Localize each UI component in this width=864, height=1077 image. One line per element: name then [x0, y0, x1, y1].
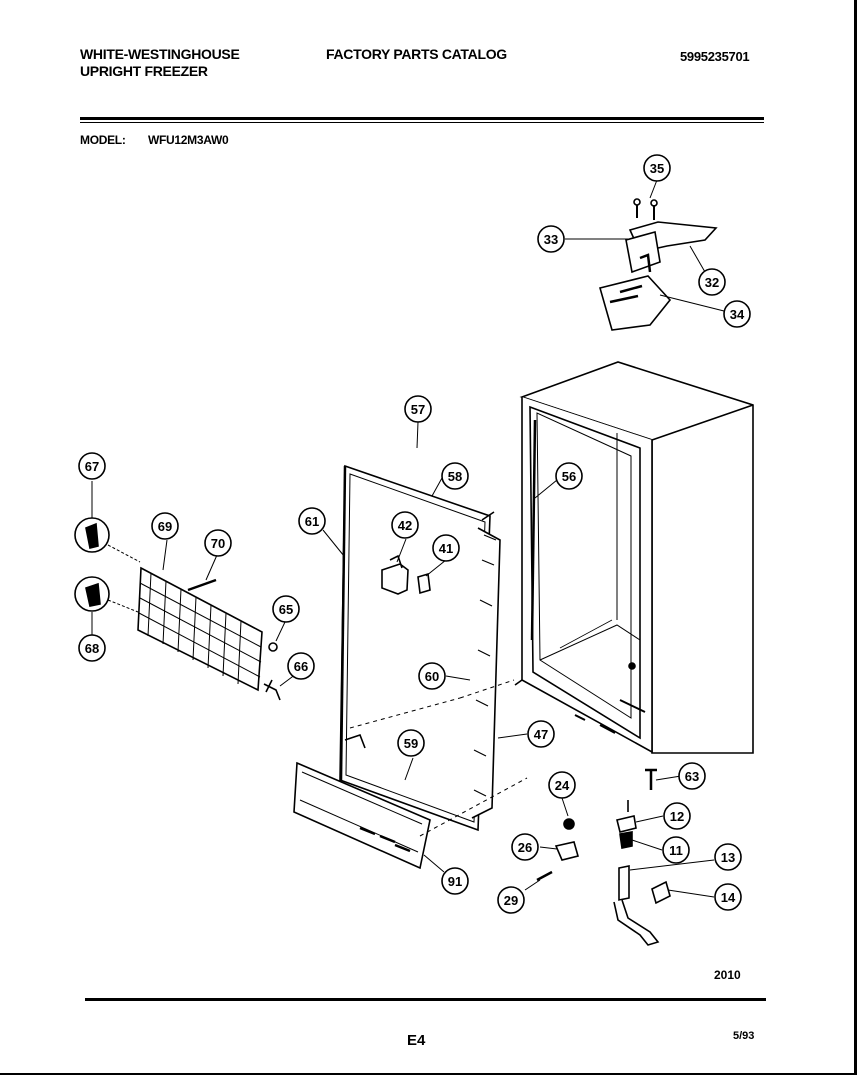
callout-66: 66	[287, 652, 315, 680]
svg-text:59: 59	[404, 736, 418, 751]
callout-69: 69	[151, 512, 179, 540]
callout-41: 41	[432, 534, 460, 562]
control-assembly	[599, 198, 718, 331]
svg-text:33: 33	[544, 232, 558, 247]
hinge-bottom	[74, 576, 139, 613]
header-rule-thin	[80, 122, 764, 123]
svg-text:63: 63	[685, 769, 699, 784]
callout-63: 63	[678, 762, 706, 790]
callout-13: 13	[714, 843, 742, 871]
callout-61: 61	[298, 507, 326, 535]
svg-text:58: 58	[448, 469, 462, 484]
callout-59: 59	[397, 729, 425, 757]
base-grille	[137, 566, 263, 692]
callout-34: 34	[723, 300, 751, 328]
svg-text:68: 68	[85, 641, 99, 656]
door-lower-hinge	[536, 818, 579, 882]
callout-58: 58	[441, 462, 469, 490]
callout-29: 29	[497, 886, 525, 914]
svg-text:91: 91	[448, 874, 462, 889]
callout-42: 42	[391, 511, 419, 539]
callout-67: 67	[78, 452, 106, 480]
svg-text:32: 32	[705, 275, 719, 290]
svg-text:29: 29	[504, 893, 518, 908]
svg-text:66: 66	[294, 659, 308, 674]
callout-33: 33	[537, 225, 565, 253]
svg-text:24: 24	[555, 778, 570, 793]
header-rule-thick	[80, 117, 764, 120]
page-code: E4	[407, 1032, 426, 1049]
callout-24: 24	[548, 771, 576, 799]
svg-text:47: 47	[534, 727, 548, 742]
footer-rule	[85, 998, 766, 1001]
svg-text:34: 34	[730, 307, 745, 322]
svg-text:26: 26	[518, 840, 532, 855]
drawing-number: 2010	[714, 968, 741, 982]
svg-text:13: 13	[721, 850, 735, 865]
callout-91: 91	[441, 867, 469, 895]
door-clip	[417, 572, 431, 595]
catalog-title: FACTORY PARTS CATALOG	[326, 46, 507, 62]
svg-text:14: 14	[721, 890, 736, 905]
callout-70: 70	[204, 529, 232, 557]
callout-47: 47	[527, 720, 555, 748]
svg-text:70: 70	[211, 536, 225, 551]
leader-lines	[91, 179, 725, 898]
svg-text:42: 42	[398, 518, 412, 533]
callout-56: 56	[555, 462, 583, 490]
model-label: MODEL:	[80, 133, 126, 147]
svg-text:69: 69	[158, 519, 172, 534]
grille-screw	[263, 679, 281, 701]
svg-text:65: 65	[279, 602, 293, 617]
leveling-leg	[645, 768, 657, 790]
svg-text:67: 67	[85, 459, 99, 474]
callout-68: 68	[78, 634, 106, 662]
callout-11: 11	[662, 836, 690, 864]
callout-32: 32	[698, 268, 726, 296]
door-shelf-bracket	[381, 554, 409, 595]
callout-14: 14	[714, 883, 742, 911]
brand-name: WHITE-WESTINGHOUSE	[80, 46, 240, 62]
product-type: UPRIGHT FREEZER	[80, 63, 208, 79]
publication-date: 5/93	[733, 1030, 755, 1042]
svg-text:41: 41	[439, 541, 453, 556]
drain-assembly	[613, 800, 671, 946]
callout-12: 12	[663, 802, 691, 830]
catalog-number: 5995235701	[680, 49, 750, 64]
toe-grille	[293, 761, 431, 870]
hinge-top	[74, 517, 141, 563]
callout-35: 35	[643, 154, 671, 182]
svg-text:12: 12	[670, 809, 684, 824]
svg-text:61: 61	[305, 514, 319, 529]
svg-text:60: 60	[425, 669, 439, 684]
callout-60: 60	[418, 662, 446, 690]
model-number: WFU12M3AW0	[148, 133, 229, 147]
svg-text:35: 35	[650, 161, 664, 176]
grille-pin	[187, 578, 217, 592]
grille-clip	[268, 642, 278, 652]
svg-text:56: 56	[562, 469, 576, 484]
callout-65: 65	[272, 595, 300, 623]
callout-26: 26	[511, 833, 539, 861]
callout-57: 57	[404, 395, 432, 423]
cabinet-assembly	[514, 361, 754, 754]
svg-text:11: 11	[669, 843, 683, 858]
svg-text:57: 57	[411, 402, 425, 417]
door-assembly	[339, 464, 501, 832]
